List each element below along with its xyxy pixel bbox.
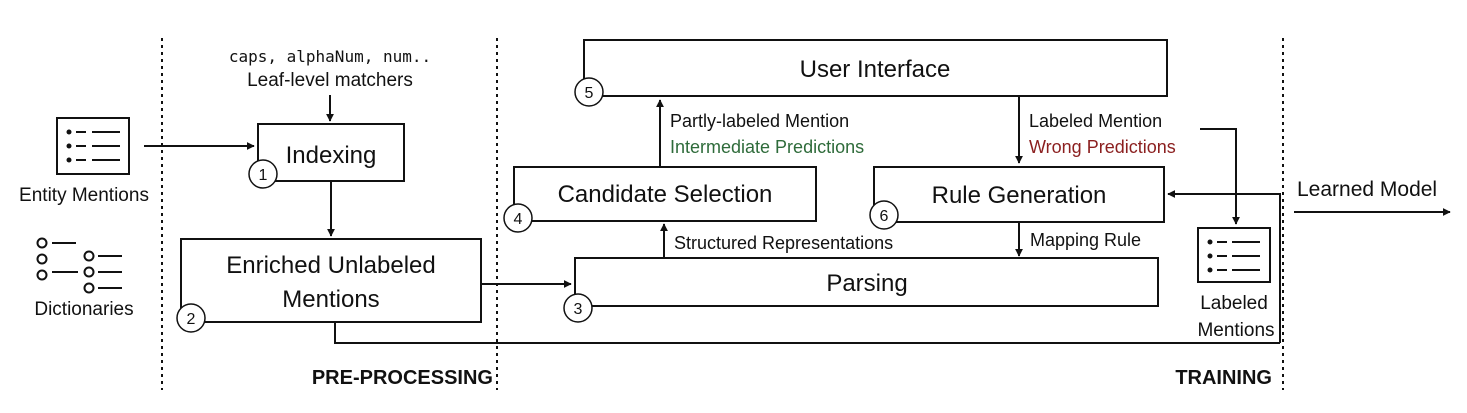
enriched-box (180, 238, 482, 323)
learned-model-label: Learned Model (1297, 178, 1437, 201)
ui-to-labeled-mentions-arrow (1200, 128, 1240, 225)
step-2-badge (176, 303, 206, 333)
step-6-badge (869, 200, 899, 230)
step-2-number: 2 (187, 311, 196, 328)
indexing-box (257, 123, 405, 182)
section-training-label: TRAINING (1175, 367, 1272, 389)
structured-representations-label: Structured Representations (674, 233, 893, 253)
entity-mentions-document-icon (56, 117, 130, 175)
intermediate-predictions-label: Intermediate Predictions (670, 137, 864, 157)
parsing-box (574, 257, 1159, 307)
step-4-badge (503, 203, 533, 233)
enriched-feedback-line (334, 322, 1280, 344)
entity-mentions-label: Entity Mentions (19, 185, 149, 206)
rule-generation-label: Rule Generation (932, 182, 1107, 209)
labeled-mentions-label-line1: Labeled (1200, 293, 1268, 314)
step-3-badge (563, 293, 593, 323)
indexing-label: Indexing (286, 142, 377, 169)
step-5-badge (574, 77, 604, 107)
feedback-to-rulegen-arrow (1167, 190, 1281, 343)
dictionaries-tree-icon (36, 237, 122, 294)
user-interface-box (583, 39, 1168, 97)
step-4-number: 4 (514, 211, 523, 228)
mapping-rule-label: Mapping Rule (1030, 230, 1141, 250)
labeled-mentions-document-icon (1197, 227, 1271, 283)
partly-labeled-mention-label: Partly-labeled Mention (670, 111, 849, 131)
dictionaries-label: Dictionaries (34, 299, 133, 320)
step-3-number: 3 (574, 301, 583, 318)
rule-generation-box (873, 166, 1165, 223)
candidate-selection-label: Candidate Selection (558, 181, 773, 208)
user-interface-label: User Interface (800, 56, 951, 83)
parsing-label: Parsing (826, 270, 907, 297)
section-preprocessing-label: PRE-PROCESSING (312, 367, 493, 389)
step-5-number: 5 (585, 85, 594, 102)
matchers-label: Leaf-level matchers (247, 70, 413, 91)
step-1-badge (248, 159, 278, 189)
wrong-predictions-label: Wrong Predictions (1029, 137, 1176, 157)
labeled-mentions-label-line2: Mentions (1197, 320, 1274, 341)
labeled-mention-label: Labeled Mention (1029, 111, 1162, 131)
enriched-label-line1: Enriched Unlabeled (226, 252, 435, 279)
candidate-selection-box (513, 166, 817, 222)
matchers-code-label: caps, alphaNum, num.. (229, 47, 431, 66)
enriched-label-line2: Mentions (282, 286, 379, 313)
step-1-number: 1 (259, 167, 268, 184)
step-6-number: 6 (880, 208, 889, 225)
